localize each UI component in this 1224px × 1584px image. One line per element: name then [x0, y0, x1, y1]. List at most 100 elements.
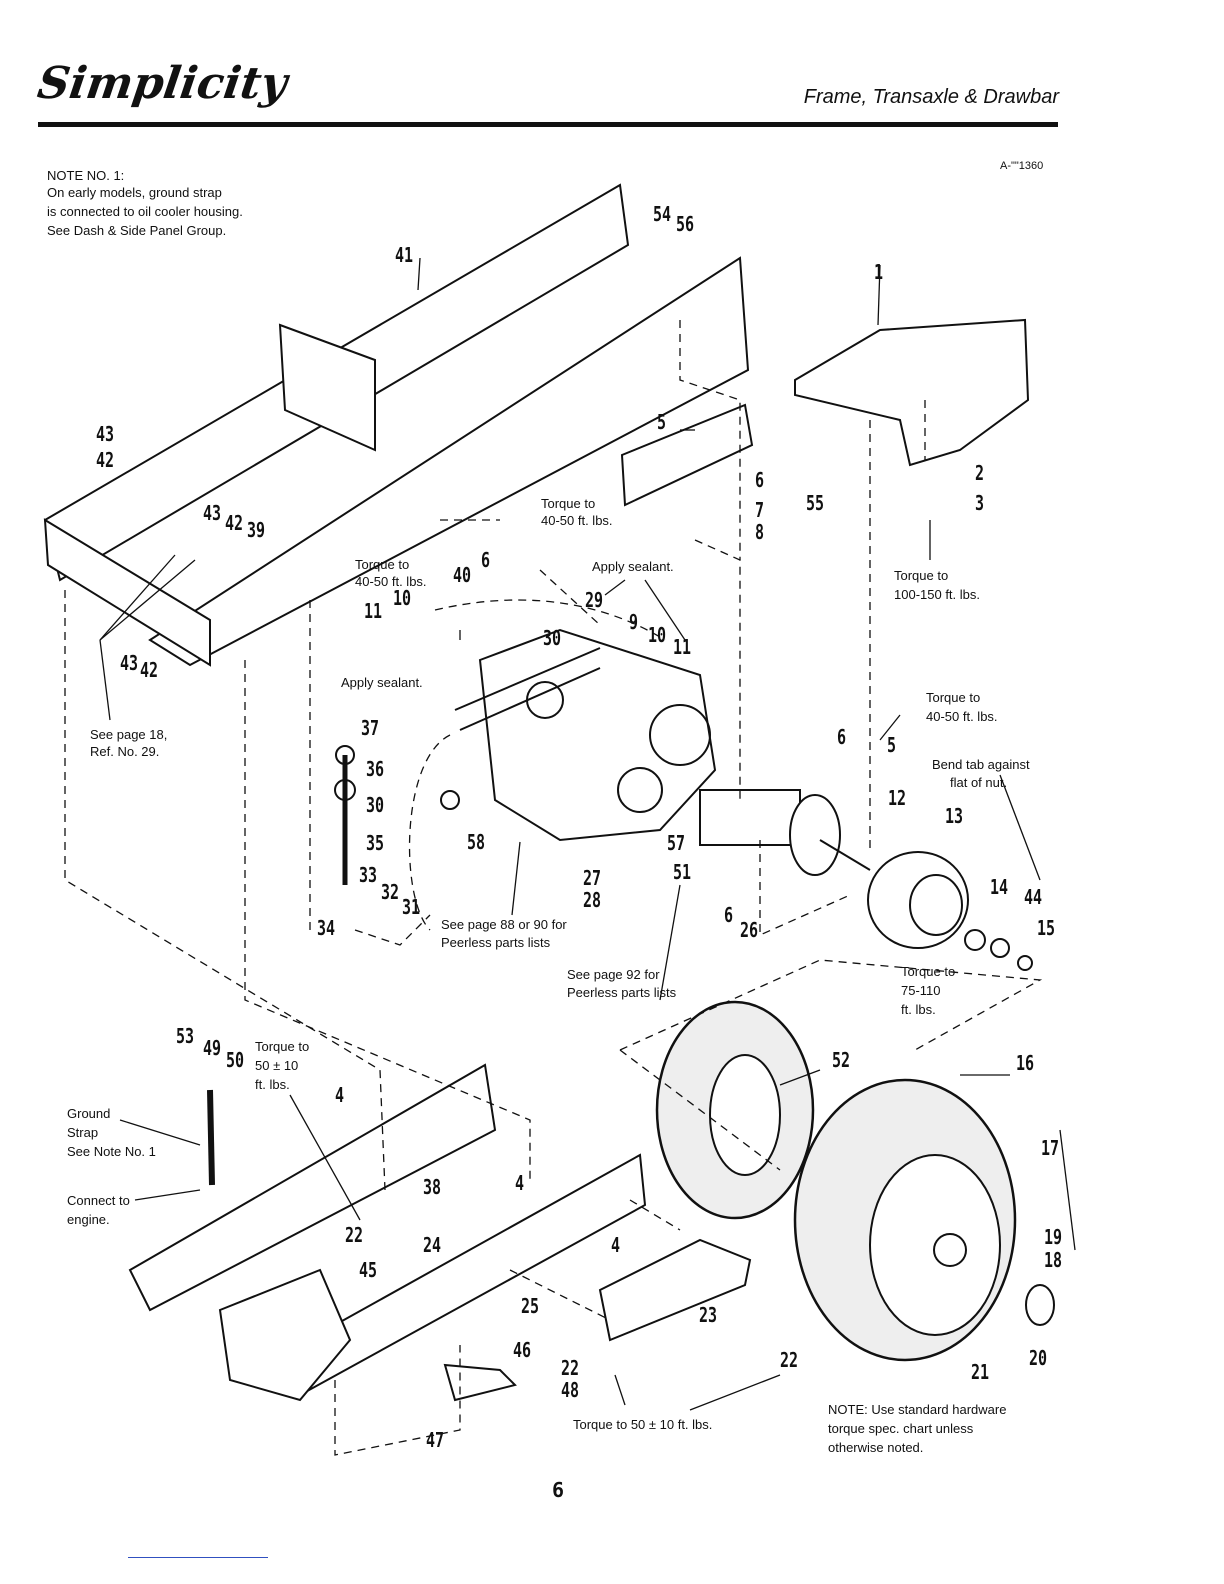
torque-50-line1: Torque to: [255, 1039, 310, 1054]
callout-22a: 22: [345, 1223, 364, 1247]
callout-14: 14: [990, 875, 1009, 899]
torque-40-50-a-line2: 40-50 ft. lbs.: [541, 513, 613, 528]
callout-49: 49: [203, 1036, 222, 1060]
callout-4a: 4: [335, 1083, 345, 1107]
hardware-note-line2: torque spec. chart unless: [828, 1421, 974, 1436]
callout-57: 57: [667, 831, 686, 855]
callout-4b: 4: [515, 1171, 525, 1195]
callout-20: 20: [1029, 1346, 1048, 1370]
bracket-part-1: [794, 318, 1030, 467]
connect-engine-line2: engine.: [67, 1212, 110, 1227]
callout-40: 40: [453, 563, 472, 587]
callout-31: 31: [402, 895, 421, 919]
header-rule: [38, 122, 1058, 127]
callout-30a: 30: [543, 626, 562, 650]
hardware-note-line1: NOTE: Use standard hardware: [828, 1402, 1007, 1417]
axle-bearing-block: [699, 789, 801, 846]
callout-10b: 10: [648, 623, 667, 647]
note1-title: NOTE NO. 1:: [47, 168, 125, 183]
callout-25: 25: [521, 1294, 540, 1318]
frame-cross-member: [278, 323, 376, 452]
see-page18-line2: Ref. No. 29.: [90, 744, 160, 759]
callout-22c: 22: [561, 1356, 580, 1380]
callout-23: 23: [699, 1303, 718, 1327]
page-number: 6: [552, 1478, 565, 1502]
callout-51: 51: [673, 860, 692, 884]
callout-8: 8: [755, 520, 765, 544]
note1-line3: See Dash & Side Panel Group.: [47, 223, 227, 238]
ground-strap-line3: See Note No. 1: [67, 1144, 156, 1159]
frame-right-rail: [148, 256, 750, 667]
callout-28: 28: [583, 888, 602, 912]
footer-link-underline[interactable]: [128, 1557, 268, 1558]
callout-27: 27: [583, 866, 602, 890]
callout-30b: 30: [366, 793, 385, 817]
callout-11a: 11: [364, 599, 383, 623]
callout-45: 45: [359, 1258, 378, 1282]
callout-7: 7: [755, 498, 765, 522]
callout-18: 18: [1044, 1248, 1063, 1272]
callout-55: 55: [806, 491, 825, 515]
callout-44: 44: [1024, 885, 1043, 909]
callout-54: 54: [653, 202, 672, 226]
callout-53: 53: [176, 1024, 195, 1048]
hardware-note-line3: otherwise noted.: [828, 1440, 924, 1455]
callout-48: 48: [561, 1378, 580, 1402]
ground-strap: [207, 1089, 215, 1186]
torque-40-50-c-line2: 40-50 ft. lbs.: [926, 709, 998, 724]
callout-6b: 6: [481, 548, 491, 572]
torque-40-50-a-line1: Torque to: [541, 496, 596, 511]
drawbar-frame-rail-upper: [128, 1063, 497, 1312]
ground-strap-line1: Ground: [67, 1106, 111, 1121]
ground-strap-line2: Strap: [67, 1125, 99, 1140]
bracket-part-7: [620, 403, 754, 507]
drawbar-hitch-casting: [218, 1268, 352, 1402]
callout-43c: 43: [120, 651, 139, 675]
callout-37: 37: [361, 716, 380, 740]
torque-75-110-line3: ft. lbs.: [901, 1002, 936, 1017]
callout-6d: 6: [724, 903, 734, 927]
see-page18-line1: See page 18,: [90, 727, 168, 742]
callout-33: 33: [359, 863, 378, 887]
callout-52: 52: [832, 1048, 851, 1072]
torque-50-bottom: Torque to 50 ± 10 ft. lbs.: [573, 1417, 713, 1432]
connect-engine-line1: Connect to: [67, 1193, 130, 1208]
callout-12: 12: [888, 786, 907, 810]
torque-100-150-line1: Torque to: [894, 568, 949, 583]
peerless-88-line2: Peerless parts lists: [441, 935, 551, 950]
callout-5a: 5: [657, 410, 667, 434]
callout-19: 19: [1044, 1225, 1063, 1249]
callout-2: 2: [975, 461, 985, 485]
callout-22b: 22: [780, 1348, 799, 1372]
torque-40-50-b-line1: Torque to: [355, 557, 410, 572]
callout-38: 38: [423, 1175, 442, 1199]
peerless-88-line1: See page 88 or 90 for: [441, 917, 567, 932]
callout-24: 24: [423, 1233, 442, 1257]
callout-9: 9: [629, 610, 639, 634]
callout-35: 35: [366, 831, 385, 855]
torque-50-line3: ft. lbs.: [255, 1077, 290, 1092]
callout-43b: 43: [203, 501, 222, 525]
callout-26: 26: [740, 918, 759, 942]
callout-13: 13: [945, 804, 964, 828]
callout-6a: 6: [755, 468, 765, 492]
callout-3: 3: [975, 491, 985, 515]
bracket-part-23: [598, 1238, 752, 1342]
callout-42a: 42: [96, 448, 115, 472]
drive-pulley-13: [867, 851, 969, 949]
peerless-92-line1: See page 92 for: [567, 967, 660, 982]
callout-43a: 43: [96, 422, 115, 446]
callout-5b: 5: [887, 733, 897, 757]
peerless-92-line2: Peerless parts lists: [567, 985, 677, 1000]
callout-46: 46: [513, 1338, 532, 1362]
bracket-part-46: [443, 1363, 517, 1402]
torque-40-50-c-line1: Torque to: [926, 690, 981, 705]
callout-47: 47: [426, 1428, 445, 1452]
callout-39: 39: [247, 518, 266, 542]
section-title: Frame, Transaxle & Drawbar: [803, 86, 1059, 108]
callout-42b: 42: [225, 511, 244, 535]
bend-tab-line2: flat of nut.: [950, 775, 1008, 790]
frame-front-bumper: [43, 518, 211, 667]
